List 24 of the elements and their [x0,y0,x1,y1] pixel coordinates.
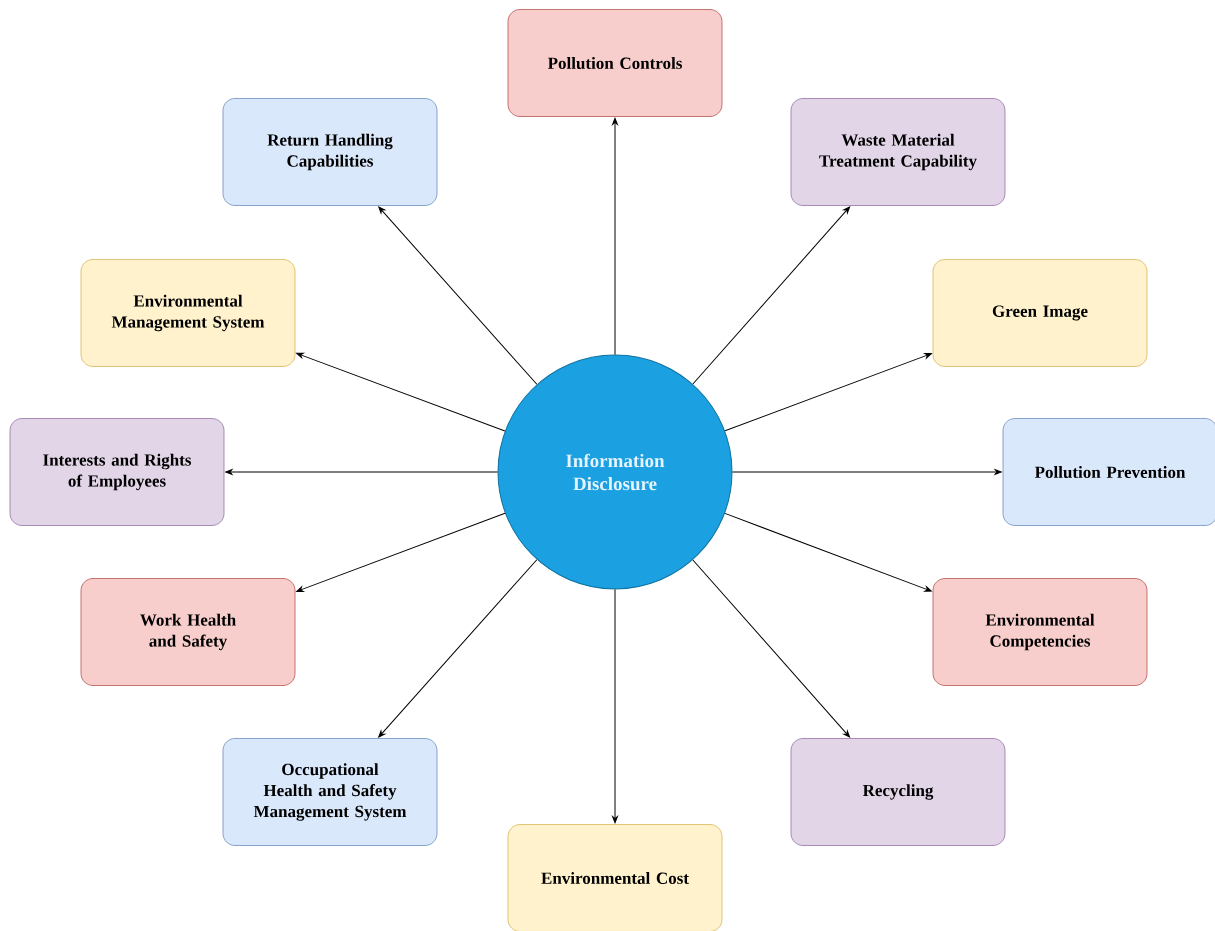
arrow [378,206,538,385]
topic-box: Green Image [932,259,1148,367]
arrow [612,117,618,355]
topic-box: Environmental Cost [507,824,723,931]
arrow [732,469,1002,475]
topic-box: Recycling [790,738,1006,846]
arrow [692,559,851,738]
arrow [612,589,618,824]
topic-box: Pollution Controls [507,9,723,117]
arrow [225,469,498,475]
arrow [378,559,538,738]
topic-box: Pollution Prevention [1002,418,1215,526]
arrow [724,512,932,592]
arrow [296,352,506,432]
topic-box: Environmental Management System [80,259,296,367]
topic-box: Return Handling Capabilities [222,98,438,206]
topic-box: Environmental Competencies [932,578,1148,686]
arrow [692,206,851,385]
arrow [724,353,932,432]
topic-box: Occupational Health and Safety Management System [222,738,438,846]
topic-box: Work Health and Safety [80,578,296,686]
topic-box: Interests and Rights of Employees [9,418,225,526]
topic-box: Waste Material Treatment Capability [790,98,1006,206]
arrow [296,512,506,592]
